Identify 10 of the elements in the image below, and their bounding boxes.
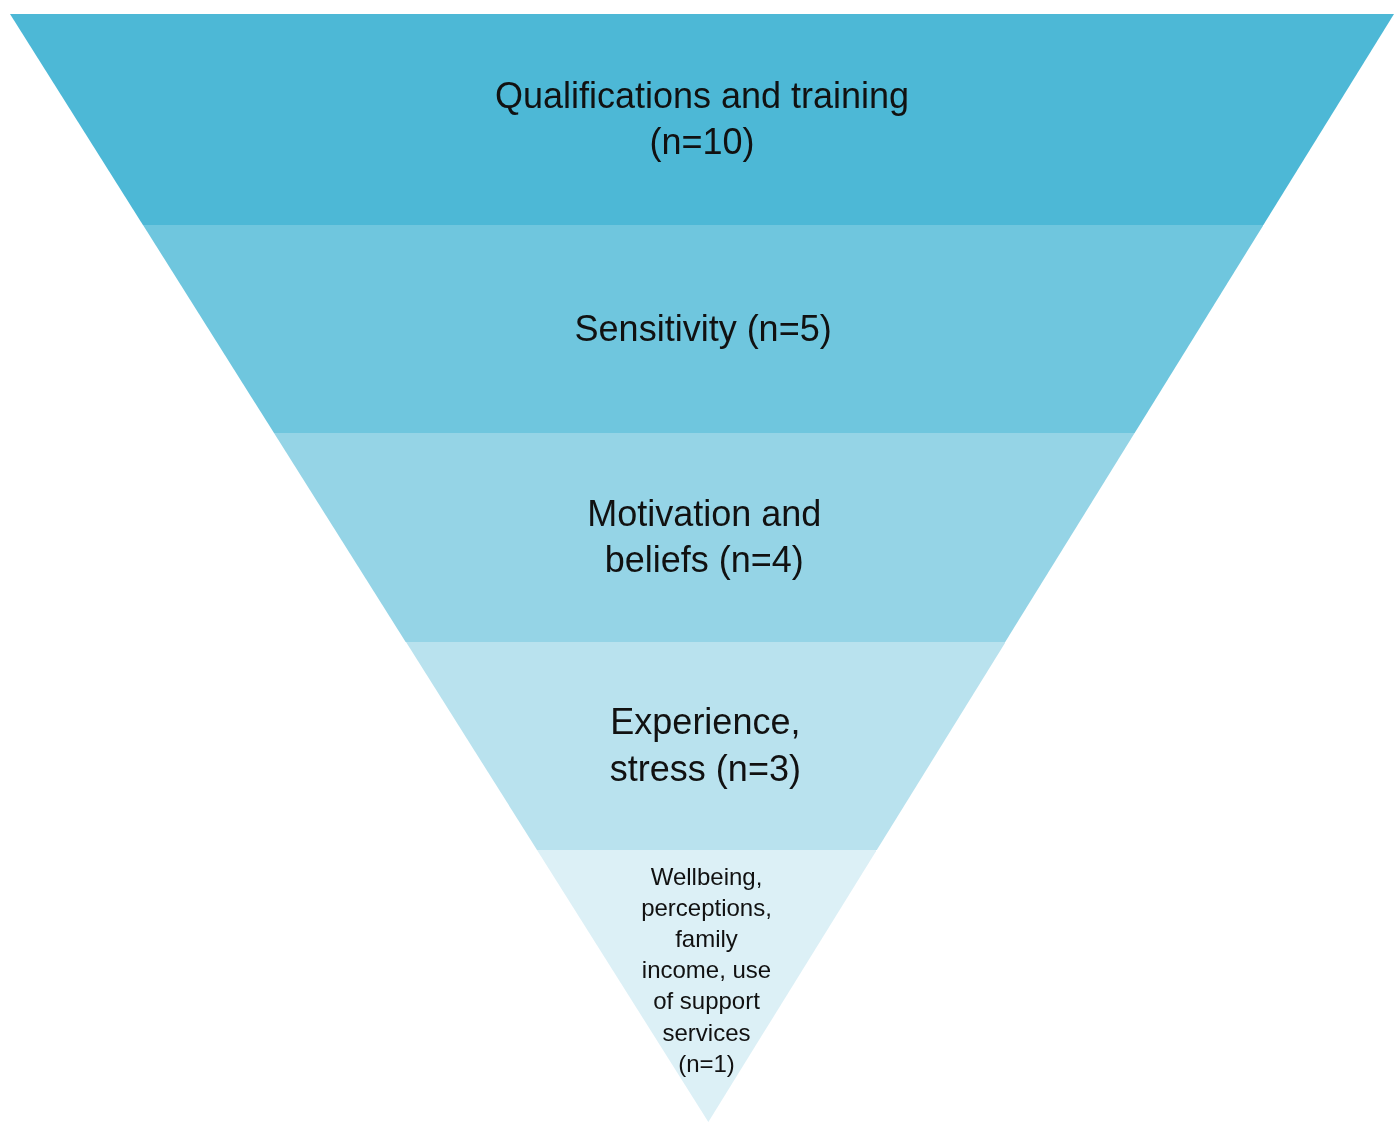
funnel-band: [142, 225, 1264, 433]
band-label: Qualifications and training (n=10): [493, 73, 911, 165]
funnel-band: [536, 850, 877, 1122]
band-label: Wellbeing, perceptions, family income, use of support services (n=1): [640, 861, 773, 1079]
band-label: Sensitivity (n=5): [573, 306, 833, 351]
funnel-band: [10, 14, 1394, 225]
funnel-band: [405, 642, 1006, 850]
band-label: Experience, stress (n=3): [608, 700, 802, 791]
funnel-band: [273, 433, 1135, 642]
band-label: Motivation and beliefs (n=4): [586, 491, 823, 583]
